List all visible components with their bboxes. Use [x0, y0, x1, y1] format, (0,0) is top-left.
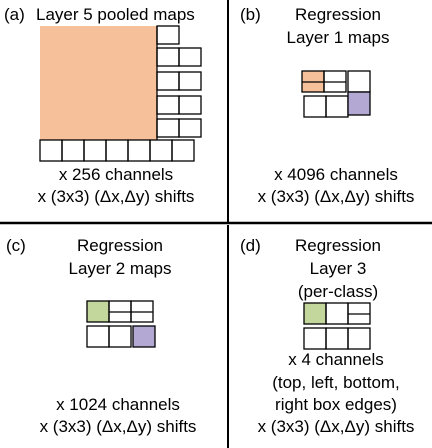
panel-a-caption-shifts: x (3x3) (Δx,Δy) shifts	[38, 187, 195, 206]
panel-d-caption-shifts: x (3x3) (Δx,Δy) shifts	[258, 417, 415, 436]
panel-b-label: (b)	[240, 5, 261, 24]
panel-a-pooled-block	[40, 26, 157, 140]
panel-c: (c) Regression Layer 2 maps x 1024 chann…	[6, 236, 196, 436]
panel-c-purple-cell	[132, 325, 156, 348]
panel-b-title-line2: Layer 1 maps	[287, 28, 390, 47]
panel-a: (a) Layer 5 pooled maps x 256 channels x…	[4, 5, 202, 206]
panel-a-grid	[39, 25, 202, 162]
panel-b-purple-cell	[347, 91, 371, 116]
panel-d-caption-channels: x 4 channels	[288, 350, 383, 369]
panel-c-title-line1: Regression	[77, 236, 163, 255]
panel-b: (b) Regression Layer 1 maps x 4096 chann…	[240, 5, 414, 206]
panel-d-title-line1: Regression	[295, 236, 381, 255]
panel-c-shift-grid	[86, 300, 156, 348]
panel-d: (d) Regression Layer 3 (per-class) x 4 c…	[240, 236, 414, 436]
panel-d-shift-grid	[303, 302, 371, 350]
panel-c-title-line2: Layer 2 maps	[69, 259, 172, 278]
panel-d-title-line2: Layer 3	[310, 259, 367, 278]
panel-b-shift-grid	[301, 70, 371, 118]
panel-d-caption-edges-1: (top, left, bottom,	[272, 373, 400, 392]
panel-d-caption-edges-2: right box edges)	[275, 395, 397, 414]
panel-b-caption-shifts: x (3x3) (Δx,Δy) shifts	[258, 187, 415, 206]
panel-b-caption-channels: x 4096 channels	[274, 165, 398, 184]
panel-d-label: (d)	[240, 236, 261, 255]
panel-a-label: (a)	[4, 5, 25, 24]
panel-a-title: Layer 5 pooled maps	[36, 5, 195, 24]
panel-d-title-line3: (per-class)	[298, 282, 378, 301]
panel-c-caption-channels: x 1024 channels	[56, 395, 180, 414]
panel-c-label: (c)	[6, 236, 26, 255]
panel-c-caption-shifts: x (3x3) (Δx,Δy) shifts	[40, 417, 197, 436]
panel-c-green-cell	[86, 300, 110, 323]
panel-d-green-cell	[303, 302, 327, 325]
panel-a-caption-channels: x 256 channels	[59, 165, 173, 184]
panel-b-title-line1: Regression	[295, 5, 381, 24]
